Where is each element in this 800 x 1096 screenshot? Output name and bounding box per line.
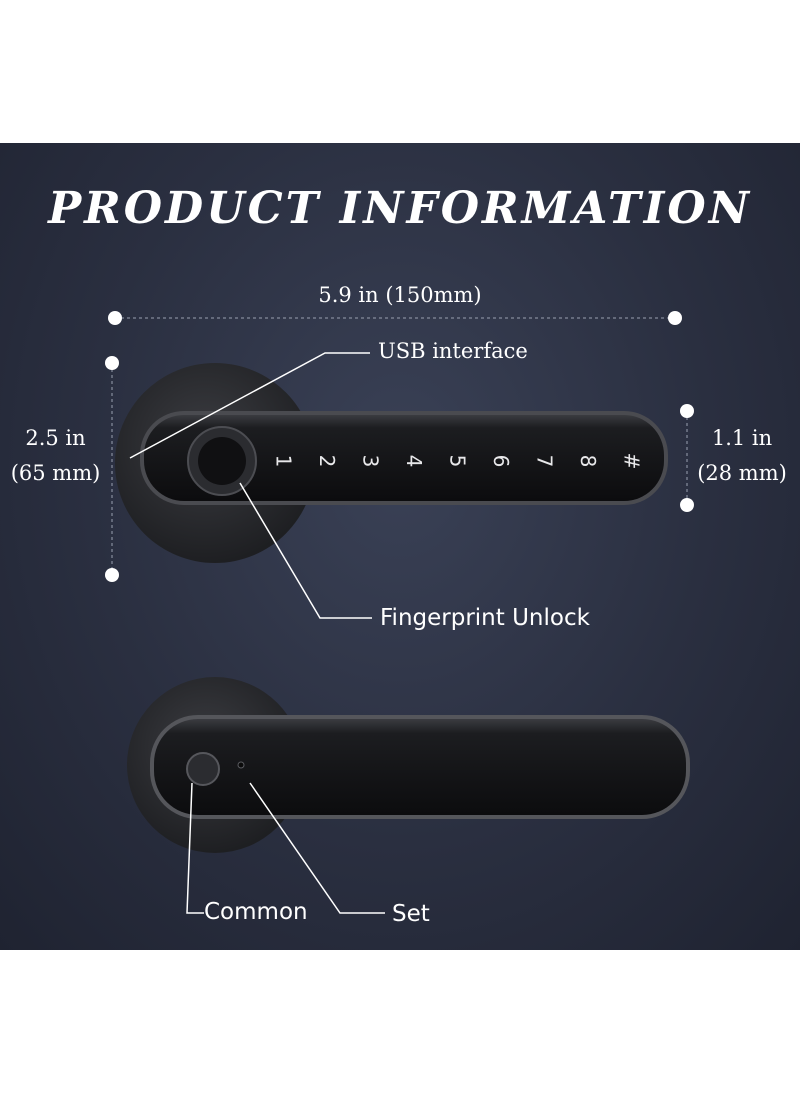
bottom-handle — [154, 719, 686, 815]
height-label-line2: (65 mm) — [10, 461, 101, 485]
depth-label-line1: 1.1 in — [711, 426, 773, 450]
width-start-marker — [108, 311, 122, 325]
keypad: 1 2 3 4 5 6 7 8 # — [272, 453, 644, 470]
product-info-panel: 1 2 3 4 5 6 7 8 # PRODUCT INFORMATION 5.9 in (15… — [0, 143, 800, 950]
fingerprint-callout-line — [239, 482, 372, 619]
depth-label-line2: (28 mm) — [697, 461, 787, 485]
depth-start-marker — [680, 404, 694, 418]
common-button — [186, 752, 220, 786]
depth-end-marker — [680, 498, 694, 512]
product-illustration: 1 2 3 4 5 6 7 8 # — [105, 311, 694, 914]
keypad-key-8: 8 — [576, 455, 600, 468]
common-label: Common — [204, 899, 308, 925]
height-start-marker — [105, 356, 119, 370]
set-label: Set — [392, 901, 430, 927]
keypad-key-4: 4 — [402, 455, 426, 468]
set-callout-line — [249, 782, 385, 914]
usb-callout-line — [129, 352, 370, 459]
keypad-key-7: 7 — [533, 455, 557, 468]
keypad-key-5: 5 — [446, 455, 470, 468]
common-callout-line — [186, 782, 204, 914]
top-handle — [144, 415, 664, 501]
keypad-key-3: 3 — [359, 455, 383, 468]
keypad-key-hash: # — [620, 453, 644, 470]
fingerprint-sensor-core — [198, 437, 246, 485]
usb-interface-label: USB interface — [378, 339, 528, 363]
width-end-marker — [668, 311, 682, 325]
fingerprint-unlock-label: Fingerprint Unlock — [380, 605, 590, 631]
set-button — [237, 761, 245, 769]
keypad-key-6: 6 — [489, 455, 513, 468]
page-title: PRODUCT INFORMATION — [48, 183, 752, 234]
keypad-key-1: 1 — [272, 455, 296, 468]
keypad-key-2: 2 — [315, 455, 339, 468]
height-end-marker — [105, 568, 119, 582]
height-label-line1: 2.5 in — [25, 426, 86, 450]
width-label: 5.9 in (150mm) — [318, 283, 482, 307]
